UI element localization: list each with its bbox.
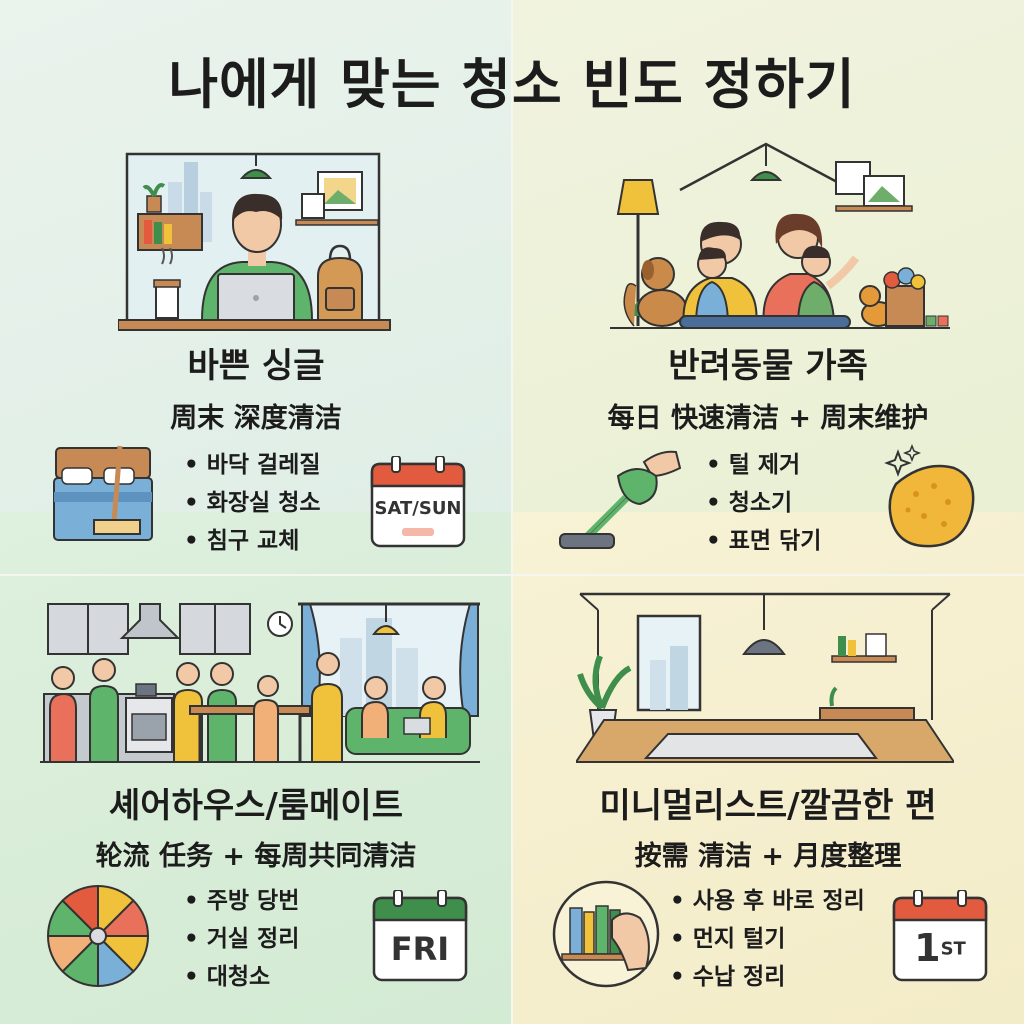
task-item: 화장실 청소 [184,484,321,522]
panel-title-minimalist: 미니멀리스트/깔끔한 편 [599,786,937,826]
calendar-icon: SAT/SUN [370,456,466,548]
task-item: 대청소 [184,958,299,996]
task-item: 먼지 털기 [670,920,865,958]
task-item: 거실 정리 [184,920,300,958]
task-item: 수납 정리 [670,958,865,996]
task-item: 사용 후 바로 정리 [670,882,865,920]
panel-subtitle-minimalist: 按需 清洁 + 月度整理 [634,841,902,872]
bookshelf-icon [552,880,660,988]
divider-horizontal [0,574,1024,576]
task-item: 청소기 [706,484,821,522]
panel-subtitle-busy-single: 周末 深度清洁 [170,403,342,434]
calendar-icon: 1ST [892,890,988,982]
home-office-illustration [118,152,391,331]
task-list-minimalist: 사용 후 바로 정리 먼지 털기 수납 정리 [670,882,865,996]
calendar-label: FRI [390,930,450,968]
task-item: 주방 당번 [184,882,300,920]
calendar-icon: FRI [372,890,468,982]
task-list-pet-family: 털 제거 청소기 표면 닦기 [706,446,822,560]
task-item: 표면 닦기 [706,522,822,560]
sponge-icon [884,444,975,548]
task-list-sharehouse: 주방 당번 거실 정리 대청소 [184,882,300,996]
panel-subtitle-sharehouse: 轮流 任务 + 每周共同清洁 [95,841,417,872]
task-item: 바닥 걸레질 [184,446,321,484]
calendar-label: SAT/SUN [374,498,462,519]
panel-pet-family [512,0,1024,512]
minimalist-room-illustration [576,592,954,763]
calendar-label: 1ST [892,926,988,970]
sharehouse-illustration [40,602,480,763]
panel-title-sharehouse: 셰어하우스/룸메이트 [109,786,403,826]
chore-wheel-icon [46,884,150,988]
panel-subtitle-pet-family: 每日 快速清洁 + 周末维护 [607,403,929,434]
panel-title-pet-family: 반려동물 가족 [668,346,868,386]
vacuum-icon [559,450,682,549]
task-item: 침구 교체 [184,522,321,560]
task-list-busy-single: 바닥 걸레질 화장실 청소 침구 교체 [184,446,321,560]
calendar-day-number: 1 [914,926,941,970]
calendar-day-suffix: ST [940,938,966,960]
bed-mop-icon [53,445,153,541]
family-pets-illustration [610,142,950,329]
panel-title-busy-single: 바쁜 싱글 [187,346,325,386]
task-item: 털 제거 [706,446,821,484]
divider-vertical [511,0,513,1024]
page-title: 나에게 맞는 청소 빈도 정하기 [168,53,856,116]
